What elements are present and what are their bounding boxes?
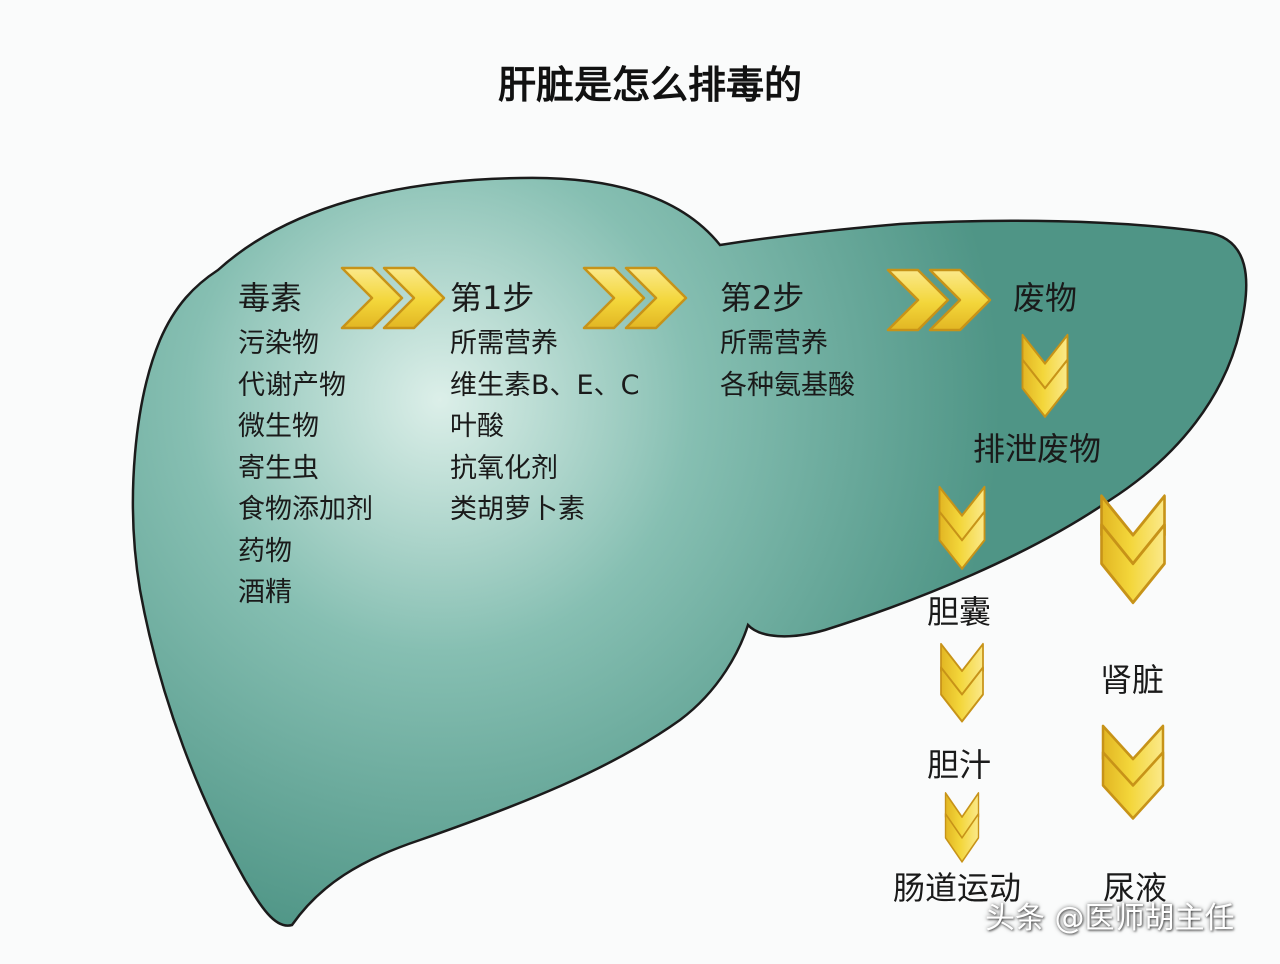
- list-item: 抗氧化剂: [450, 452, 558, 484]
- gallbladder-label: 胆囊: [927, 593, 992, 631]
- list-item: 食物添加剂: [238, 494, 373, 525]
- liver-shape: [131, 176, 1248, 927]
- bile-label: 胆汁: [927, 746, 992, 784]
- list-item: 药物: [238, 535, 292, 567]
- list-item: 所需营养: [720, 328, 828, 359]
- step1-heading: 第1步: [450, 279, 535, 317]
- list-item: 维生素B、E、C: [450, 369, 640, 401]
- list-item: 所需营养: [450, 328, 558, 359]
- toxins-heading: 毒素: [238, 279, 303, 317]
- kidney-label: 肾脏: [1100, 661, 1165, 699]
- list-item: 各种氨基酸: [720, 369, 855, 401]
- list-item: 酒精: [238, 577, 292, 608]
- list-item: 污染物: [238, 328, 319, 359]
- urine-label: 尿液: [1103, 869, 1168, 907]
- step2-heading: 第2步: [720, 279, 805, 317]
- waste-label: 废物: [1013, 279, 1078, 317]
- arrow-gallbladder-to-bile: [939, 642, 985, 723]
- step2-list: 所需营养 各种氨基酸: [720, 330, 855, 413]
- list-item: 叶酸: [450, 411, 504, 442]
- bowel-movement-label: 肠道运动: [893, 869, 1022, 907]
- excrete-waste-label: 排泄废物: [973, 430, 1102, 468]
- arrow-excrete-to-kidney: [1099, 494, 1167, 605]
- list-item: 微生物: [238, 411, 319, 442]
- arrow-kidney-to-urine: [1101, 724, 1165, 820]
- toxins-list: 污染物 代谢产物 微生物 寄生虫 食物添加剂 药物 酒精: [238, 330, 373, 621]
- list-item: 类胡萝卜素: [450, 494, 585, 525]
- step1-list: 所需营养 维生素B、E、C 叶酸 抗氧化剂 类胡萝卜素: [450, 330, 639, 538]
- list-item: 寄生虫: [238, 452, 319, 484]
- page-title: 肝脏是怎么排毒的: [498, 63, 803, 107]
- arrow-bile-to-bowel: [944, 791, 980, 863]
- list-item: 代谢产物: [238, 369, 346, 401]
- watermark: 头条 @医师胡主任: [985, 901, 1235, 936]
